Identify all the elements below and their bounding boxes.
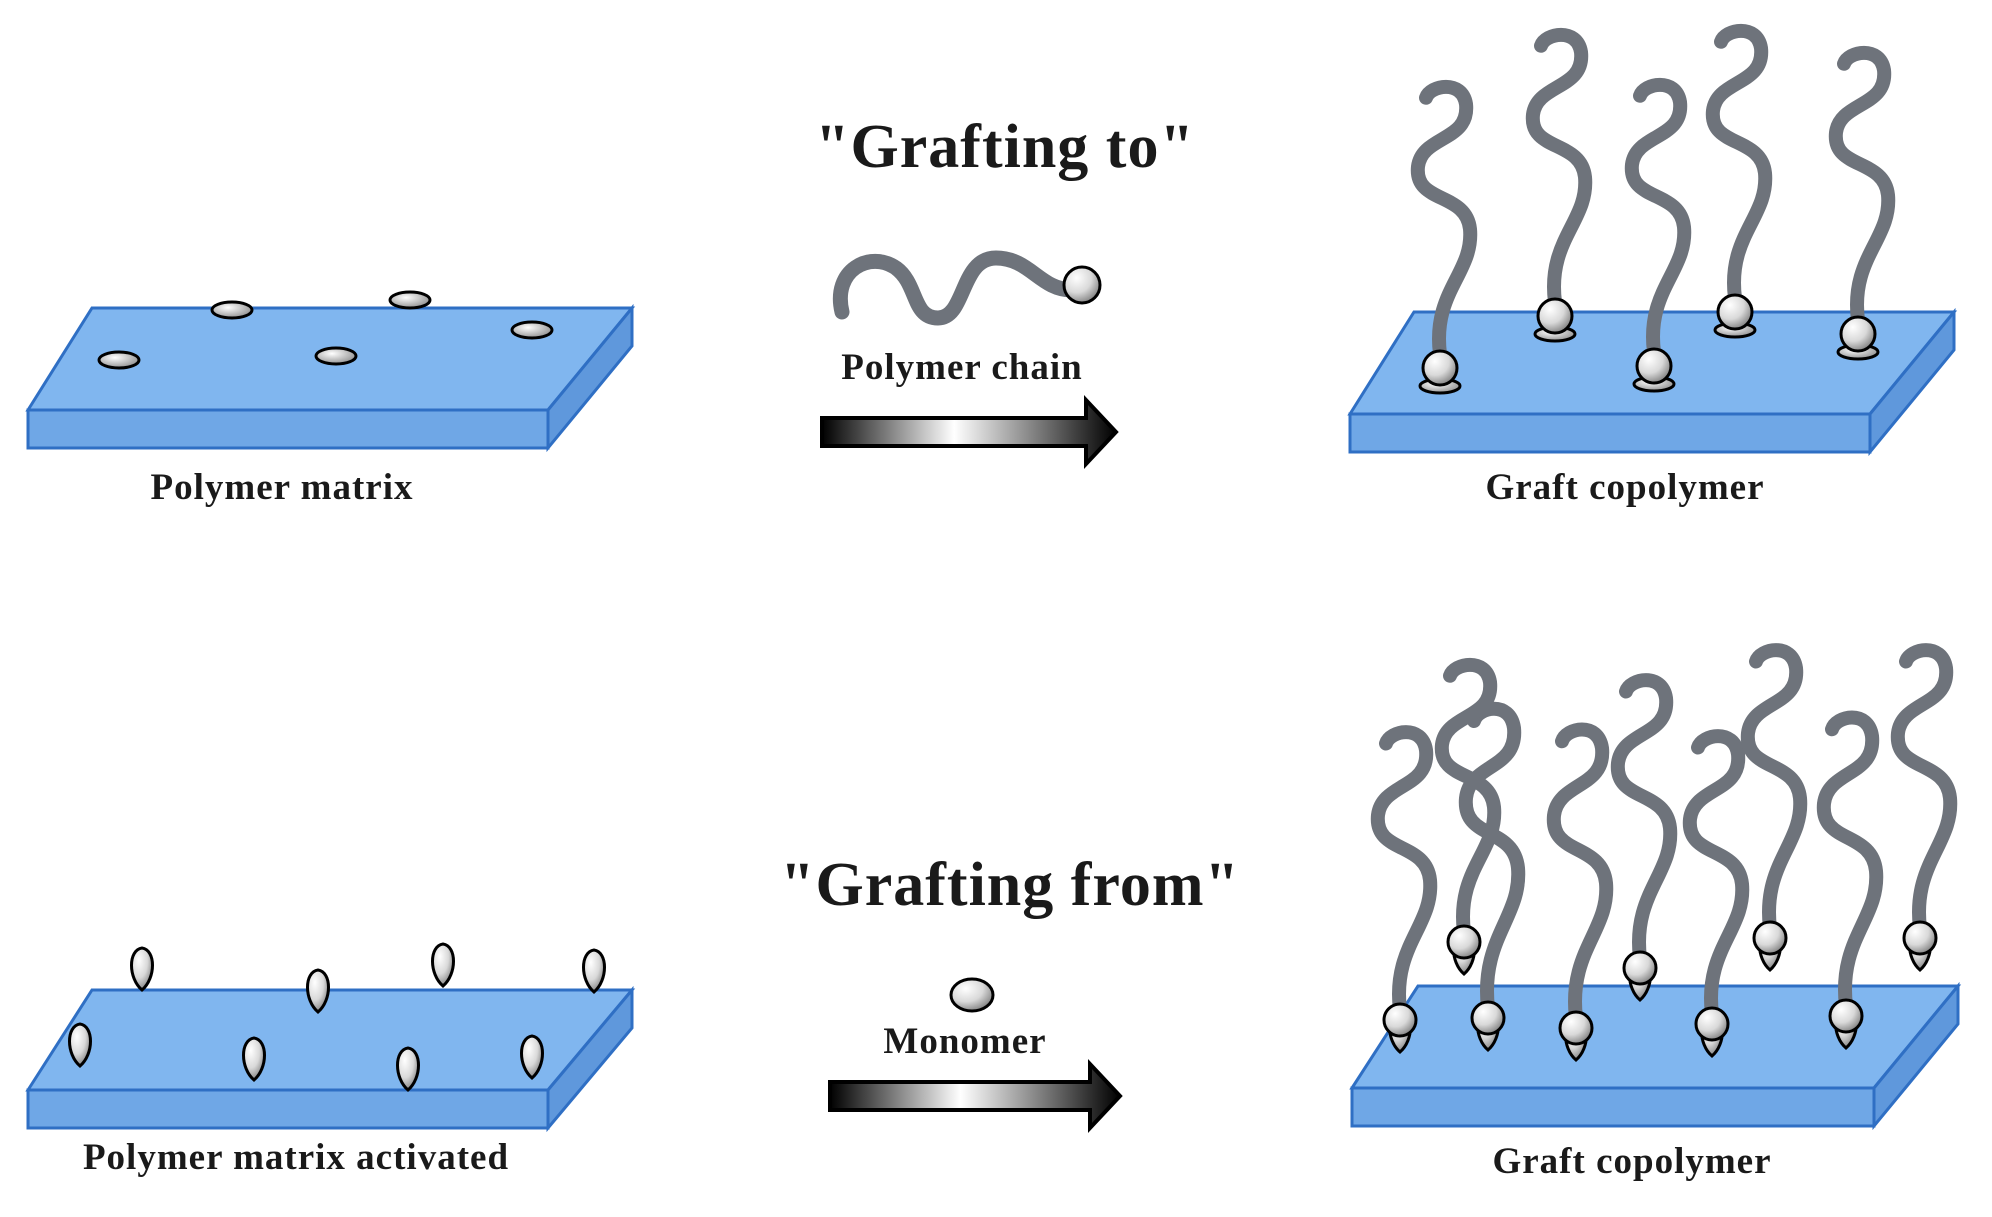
initiator-site — [306, 968, 330, 1014]
graft-copolymer-label-bottom: Graft copolymer — [1492, 1141, 1772, 1182]
initiator-site — [431, 942, 455, 988]
slab-graft-copolymer-top — [1347, 307, 1958, 457]
slab-top-face — [1349, 984, 1962, 1090]
reaction-arrow-top — [820, 394, 1119, 470]
anchor-bead — [1533, 297, 1577, 343]
polymer-chain — [1624, 77, 1692, 359]
slab-front-face — [26, 1088, 550, 1130]
monomer-bead — [1694, 1006, 1730, 1042]
polymer-chain — [1458, 701, 1526, 1015]
monomer-bead — [1902, 920, 1938, 956]
polymer-chain — [1610, 673, 1678, 965]
initiator-site — [582, 948, 606, 994]
monomer-bead — [1752, 920, 1788, 956]
anchor-bead — [1713, 293, 1757, 339]
monomer-bead — [1382, 1002, 1418, 1038]
slab-front-face — [26, 408, 550, 450]
slab-side-face — [1868, 307, 1956, 457]
activated-sites — [68, 942, 606, 1092]
grafted-chains-top — [1410, 23, 1896, 395]
polymer-chain — [1828, 45, 1896, 327]
initiator-site — [130, 946, 154, 992]
polymer-chain — [1740, 643, 1808, 935]
polymer-chain — [1434, 657, 1502, 939]
grafted-chains-bottom — [1370, 643, 1958, 1062]
monomer-bead — [1446, 924, 1482, 960]
slab-top-face — [25, 988, 636, 1092]
anchor-bead — [1418, 349, 1462, 395]
slab-front-face — [1348, 412, 1872, 454]
slab-side-face — [1872, 981, 1960, 1131]
polymer-chain-label: Polymer chain — [841, 347, 1083, 388]
monomer-bead — [1828, 998, 1864, 1034]
polymer-chain — [1546, 722, 1614, 1025]
anchor-bead — [1836, 315, 1880, 361]
polymer-chain — [1705, 23, 1773, 305]
polymer-chain-icon — [832, 250, 1102, 326]
surface-site — [388, 290, 432, 310]
polymer-matrix-label: Polymer matrix — [150, 467, 414, 508]
monomer-icon — [949, 977, 995, 1013]
grafting-to-title: "Grafting to" — [815, 113, 1195, 181]
grafting-from-title: "Grafting from" — [780, 851, 1240, 919]
initiator-site — [520, 1034, 544, 1080]
initiator-site — [396, 1046, 420, 1092]
graft-copolymer-label-top: Graft copolymer — [1485, 467, 1765, 508]
polymer-chain — [1525, 27, 1593, 309]
surface-site — [510, 320, 554, 340]
polymer-chain — [1370, 725, 1438, 1017]
polymer-chain — [1410, 79, 1478, 361]
polymer-chain — [1682, 729, 1750, 1021]
monomer-bead — [1622, 950, 1658, 986]
monomer-bead — [1470, 1000, 1506, 1036]
anchor-bead — [1632, 347, 1676, 393]
polymer-matrix-activated-label: Polymer matrix activated — [82, 1137, 510, 1178]
polymer-chain — [1890, 643, 1958, 935]
surface-site — [314, 346, 358, 366]
slab-side-face — [546, 303, 634, 453]
slab-front-face — [1350, 1086, 1876, 1128]
surface-site — [210, 300, 254, 320]
initiator-site — [68, 1022, 92, 1068]
slab-graft-copolymer-bottom — [1349, 981, 1962, 1131]
reaction-arrow-bottom — [828, 1058, 1123, 1134]
initiator-site — [242, 1036, 266, 1082]
monomer-bead — [1558, 1010, 1594, 1046]
surface-site — [97, 350, 141, 370]
surface-sites — [97, 290, 554, 370]
slab-side-face — [546, 985, 634, 1133]
monomer-label: Monomer — [883, 1021, 1047, 1062]
polymer-chain — [1816, 710, 1884, 1013]
slab-polymer-matrix-activated — [25, 985, 636, 1133]
